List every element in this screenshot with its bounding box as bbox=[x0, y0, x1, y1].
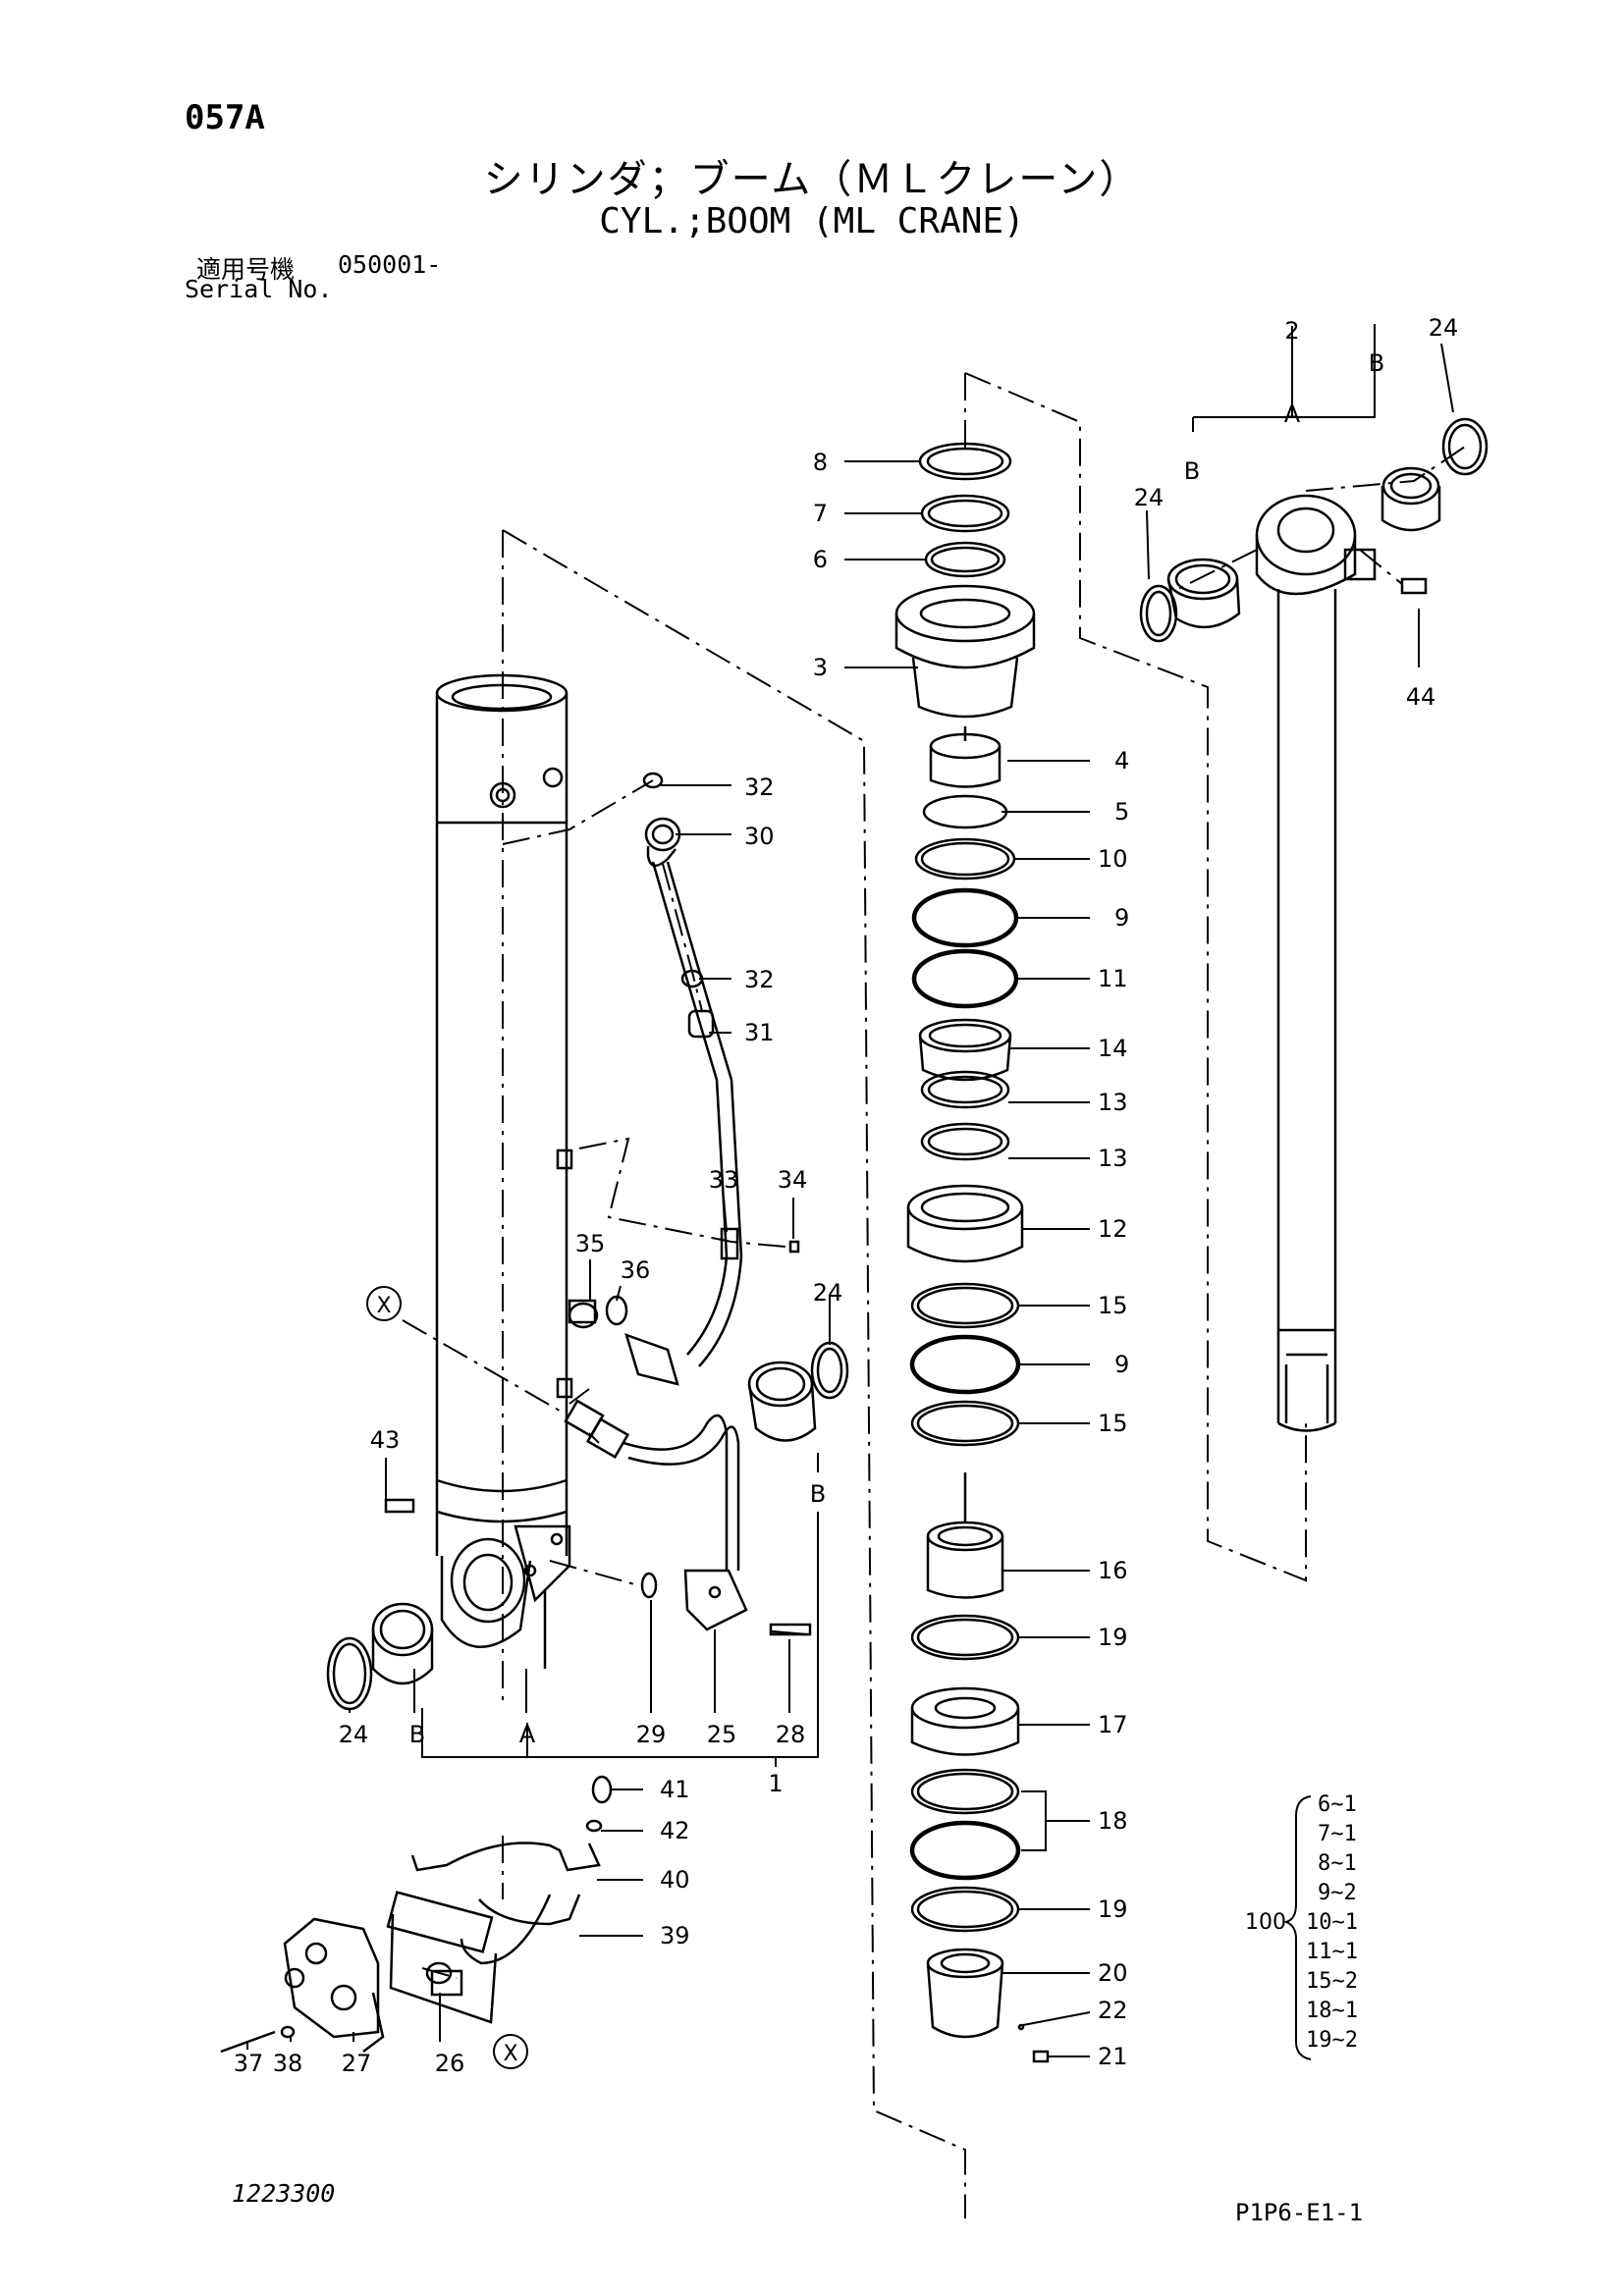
callout-17: 17 bbox=[1098, 1711, 1128, 1738]
callout-31: 31 bbox=[744, 1019, 775, 1046]
callout-11: 11 bbox=[1098, 965, 1128, 992]
callout-21: 21 bbox=[1098, 2043, 1128, 2070]
letter-b-rod-right: B bbox=[1369, 349, 1384, 377]
callout-4: 4 bbox=[1114, 747, 1129, 774]
kit-item-8: 18~1 bbox=[1306, 1999, 1358, 2023]
kit-item-1: 6~1 bbox=[1318, 1792, 1357, 1817]
callout-36: 36 bbox=[621, 1256, 651, 1284]
callout-19-lower: 19 bbox=[1098, 1896, 1128, 1923]
kit-number: 100 bbox=[1245, 1910, 1286, 1935]
title-english: CYL.;BOOM (ML CRANE) bbox=[599, 201, 1025, 241]
callout-15-upper: 15 bbox=[1098, 1292, 1128, 1319]
callout-35: 35 bbox=[575, 1230, 606, 1257]
callout-27: 27 bbox=[342, 2050, 372, 2077]
callout-5: 5 bbox=[1114, 798, 1129, 826]
callout-41: 41 bbox=[660, 1776, 690, 1803]
seal-stack bbox=[894, 442, 1050, 2063]
fitting-35 bbox=[568, 1295, 628, 1329]
callout-14: 14 bbox=[1098, 1035, 1128, 1062]
callout-22: 22 bbox=[1098, 1997, 1128, 2024]
grease-nipple-43 bbox=[384, 1498, 415, 1514]
callout-6: 6 bbox=[813, 546, 828, 573]
kit-item-4: 9~2 bbox=[1318, 1881, 1357, 1905]
callout-42: 42 bbox=[660, 1817, 690, 1844]
callout-44: 44 bbox=[1406, 683, 1436, 711]
callout-28: 28 bbox=[776, 1721, 806, 1748]
callout-18: 18 bbox=[1098, 1807, 1128, 1835]
callout-38: 38 bbox=[273, 2050, 303, 2077]
serial-label-japanese: 適用号機 bbox=[196, 255, 296, 284]
callout-16: 16 bbox=[1098, 1557, 1128, 1584]
leader-lines bbox=[246, 324, 1454, 2057]
letter-b-mid: B bbox=[810, 1480, 826, 1508]
cylinder-tube bbox=[435, 673, 573, 1669]
callout-10: 10 bbox=[1098, 845, 1128, 873]
mid-bushing-set bbox=[747, 1341, 849, 1442]
sheet-code: 057A bbox=[185, 98, 265, 137]
assembly-boundaries bbox=[402, 372, 1466, 2218]
clamp-bracket bbox=[386, 1775, 613, 2024]
page-code: P1P6-E1-1 bbox=[1235, 2199, 1364, 2226]
callout-15-lower: 15 bbox=[1098, 1410, 1128, 1437]
callout-24-mid: 24 bbox=[813, 1279, 843, 1307]
upper-pipe bbox=[624, 772, 800, 1386]
callout-12: 12 bbox=[1098, 1215, 1128, 1243]
left-bushing-set bbox=[326, 1602, 434, 1711]
letter-b-rod-left: B bbox=[1184, 457, 1200, 485]
drawing-number: 1223300 bbox=[232, 2179, 336, 2208]
kit-item-5: 10~1 bbox=[1306, 1910, 1358, 1935]
callout-8: 8 bbox=[813, 449, 828, 476]
callout-30: 30 bbox=[744, 823, 775, 850]
callout-24-rod-left: 24 bbox=[1134, 484, 1164, 511]
title-japanese: シリンダ；ブーム（ＭＬクレーン） bbox=[483, 157, 1141, 202]
callout-20: 20 bbox=[1098, 1959, 1128, 1987]
callout-24-rod-right: 24 bbox=[1429, 314, 1459, 342]
callout-32-lower: 32 bbox=[744, 966, 775, 993]
reference-letters: A B B B B A bbox=[409, 349, 1384, 1748]
callout-3: 3 bbox=[813, 654, 828, 681]
letter-b-left: B bbox=[409, 1721, 425, 1748]
callout-2: 2 bbox=[1284, 317, 1299, 345]
callout-19-upper: 19 bbox=[1098, 1624, 1128, 1651]
callout-43: 43 bbox=[370, 1426, 401, 1454]
kit-item-7: 15~2 bbox=[1306, 1969, 1358, 1994]
serial-label-english: Serial No. bbox=[185, 275, 333, 303]
kit-item-6: 11~1 bbox=[1306, 1940, 1358, 1964]
callout-26: 26 bbox=[435, 2050, 465, 2077]
repair-kit-list: 100 6~1 7~1 8~1 9~2 10~1 11~1 15~2 18~1 … bbox=[1245, 1792, 1358, 2060]
letter-x-lower: X bbox=[503, 2042, 517, 2066]
callout-7: 7 bbox=[813, 500, 828, 527]
callout-9-upper: 9 bbox=[1114, 904, 1129, 932]
callout-40: 40 bbox=[660, 1866, 690, 1894]
serial-number-value: 050001- bbox=[338, 250, 442, 279]
callout-13-lower: 13 bbox=[1098, 1145, 1128, 1172]
drawing-linework bbox=[220, 417, 1489, 2063]
letter-x-upper: X bbox=[376, 1294, 391, 1318]
kit-item-9: 19~2 bbox=[1306, 2028, 1358, 2053]
kit-item-3: 8~1 bbox=[1318, 1851, 1357, 1876]
valve-block bbox=[220, 1917, 463, 2054]
letter-a-rod: A bbox=[1284, 400, 1301, 428]
lower-pipe bbox=[564, 1399, 812, 1636]
callout-9-lower: 9 bbox=[1114, 1351, 1129, 1378]
letter-a-left: A bbox=[519, 1721, 536, 1748]
callout-33: 33 bbox=[709, 1166, 739, 1194]
circled-x-markers: X X bbox=[366, 1286, 528, 2069]
callout-24-left: 24 bbox=[339, 1721, 369, 1748]
kit-item-2: 7~1 bbox=[1318, 1822, 1357, 1846]
callout-1: 1 bbox=[768, 1770, 783, 1797]
callout-32-upper: 32 bbox=[744, 774, 775, 801]
callout-25: 25 bbox=[707, 1721, 737, 1748]
callout-29: 29 bbox=[636, 1721, 667, 1748]
rod-assembly bbox=[1139, 417, 1489, 1432]
callout-37: 37 bbox=[234, 2050, 264, 2077]
callout-39: 39 bbox=[660, 1922, 690, 1949]
callout-13-upper: 13 bbox=[1098, 1089, 1128, 1116]
callout-labels: 8 7 6 3 4 5 10 9 11 14 13 13 12 15 9 15 … bbox=[234, 314, 1459, 2077]
callout-34: 34 bbox=[778, 1166, 808, 1194]
